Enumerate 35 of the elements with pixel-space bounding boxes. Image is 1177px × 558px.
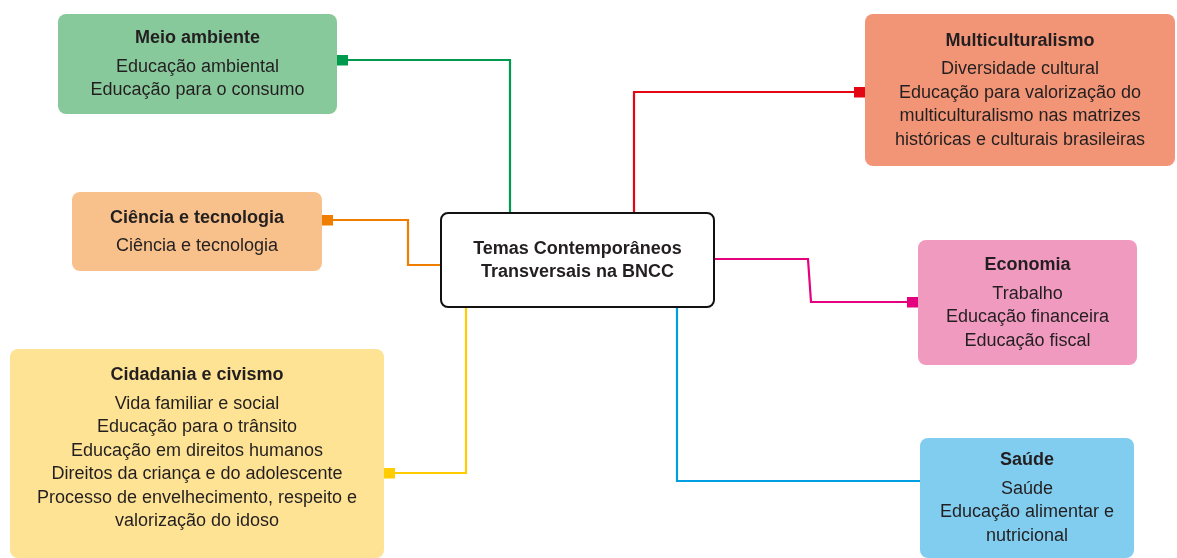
topic-box <box>72 192 322 271</box>
topic-item: Ciência e tecnologia <box>115 234 279 257</box>
topic-item: Educação alimentar e nutricional <box>938 500 1116 547</box>
connector <box>632 86 865 212</box>
topic-heading: Ciência e tecnologia <box>109 205 285 229</box>
topic-heading: Saúde <box>1000 448 1054 471</box>
topic-heading: Multiculturalismo <box>945 28 1095 52</box>
topic-item: Educação ambiental <box>115 54 280 78</box>
topic-item: Educação fiscal <box>964 328 1091 352</box>
central-topic-box <box>440 212 715 308</box>
topic-item: Diversidade cultural <box>940 57 1100 81</box>
topic-item: Direitos da criança e do adolescente <box>51 462 343 485</box>
topic-item: Vida familiar e social <box>114 391 280 415</box>
topic-item: Educação em direitos humanos <box>70 438 324 462</box>
topic-box <box>918 240 1137 365</box>
topic-box <box>10 349 384 558</box>
topic-item: Educação para o consumo <box>90 78 305 102</box>
topic-item: Processo de envelhecimento, respeito e valorização do idoso <box>35 485 359 532</box>
topic-heading: Meio ambiente <box>135 26 260 50</box>
topic-box <box>865 14 1175 166</box>
connector <box>337 54 512 212</box>
topic-box <box>58 14 337 114</box>
connector <box>384 308 468 479</box>
connector <box>322 214 440 267</box>
topic-item: Saúde <box>1000 476 1054 500</box>
topic-heading: Cidadania e civismo <box>110 363 284 386</box>
connector <box>715 257 918 308</box>
connector <box>675 308 920 483</box>
topic-item: Trabalho <box>992 281 1063 305</box>
topic-item: Educação para valorização do multiculturalismo nas matrizes históricas e culturais brasileiras <box>893 80 1147 151</box>
topic-item: Educação financeira <box>945 305 1110 328</box>
topic-box <box>920 438 1134 558</box>
topic-item: Educação para o trânsito <box>96 415 298 438</box>
topic-heading: Temas Contemporâneos Transversais na BNCC <box>472 237 683 283</box>
topic-heading: Economia <box>984 253 1071 276</box>
